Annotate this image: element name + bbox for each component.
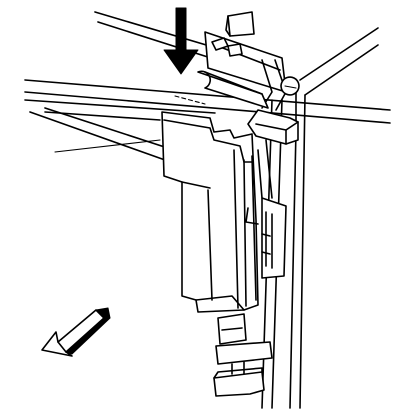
- guide-rods: [24, 79, 391, 124]
- lower-rod-base: [213, 313, 273, 397]
- leader-line: [54, 139, 161, 153]
- latch-assembly: [161, 111, 287, 313]
- arrow-down-icon: [163, 7, 199, 75]
- arrow-down-left-icon: [41, 307, 111, 357]
- hinge-bracket: [197, 11, 300, 145]
- diagonal-rail: [29, 107, 181, 161]
